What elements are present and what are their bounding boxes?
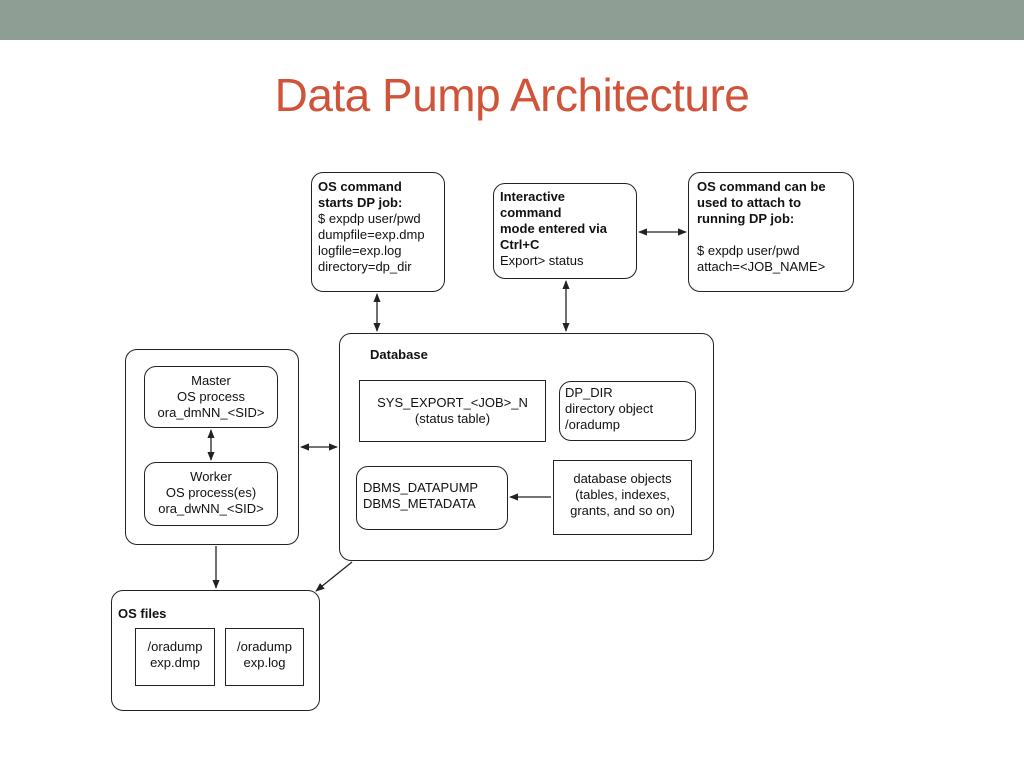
attach-command-box: OS command can be used to attach to runn…: [688, 172, 854, 292]
os-command-heading: OS command starts DP job:: [318, 179, 403, 210]
os-command-box: OS command starts DP job: $ expdp user/p…: [311, 172, 445, 292]
database-label: Database: [370, 347, 428, 362]
attach-command-heading: OS command can be used to attach to runn…: [697, 179, 826, 226]
worker-process-box: Worker OS process(es) ora_dwNN_<SID>: [144, 462, 278, 526]
packages-box: DBMS_DATAPUMP DBMS_METADATA: [356, 466, 508, 530]
os-command-body: $ expdp user/pwd dumpfile=exp.dmp logfil…: [318, 211, 425, 274]
slide-title: Data Pump Architecture: [274, 69, 750, 121]
arrow-database-osfiles: [315, 561, 353, 592]
interactive-mode-heading: Interactive command mode entered via Ctr…: [500, 189, 607, 252]
log-file-box: /oradump exp.log: [225, 628, 304, 686]
interactive-mode-body: Export> status: [500, 253, 584, 268]
attach-command-body: $ expdp user/pwd attach=<JOB_NAME>: [697, 243, 826, 274]
dump-file-box: /oradump exp.dmp: [135, 628, 215, 686]
database-objects-box: database objects (tables, indexes, grant…: [553, 460, 692, 535]
top-bar: [0, 0, 1024, 40]
status-table-box: SYS_EXPORT_<JOB>_N (status table): [359, 380, 546, 442]
interactive-mode-box: Interactive command mode entered via Ctr…: [493, 183, 637, 279]
os-files-label: OS files: [118, 606, 167, 621]
dp-dir-box: DP_DIR directory object /oradump: [559, 381, 696, 441]
master-process-box: Master OS process ora_dmNN_<SID>: [144, 366, 278, 428]
